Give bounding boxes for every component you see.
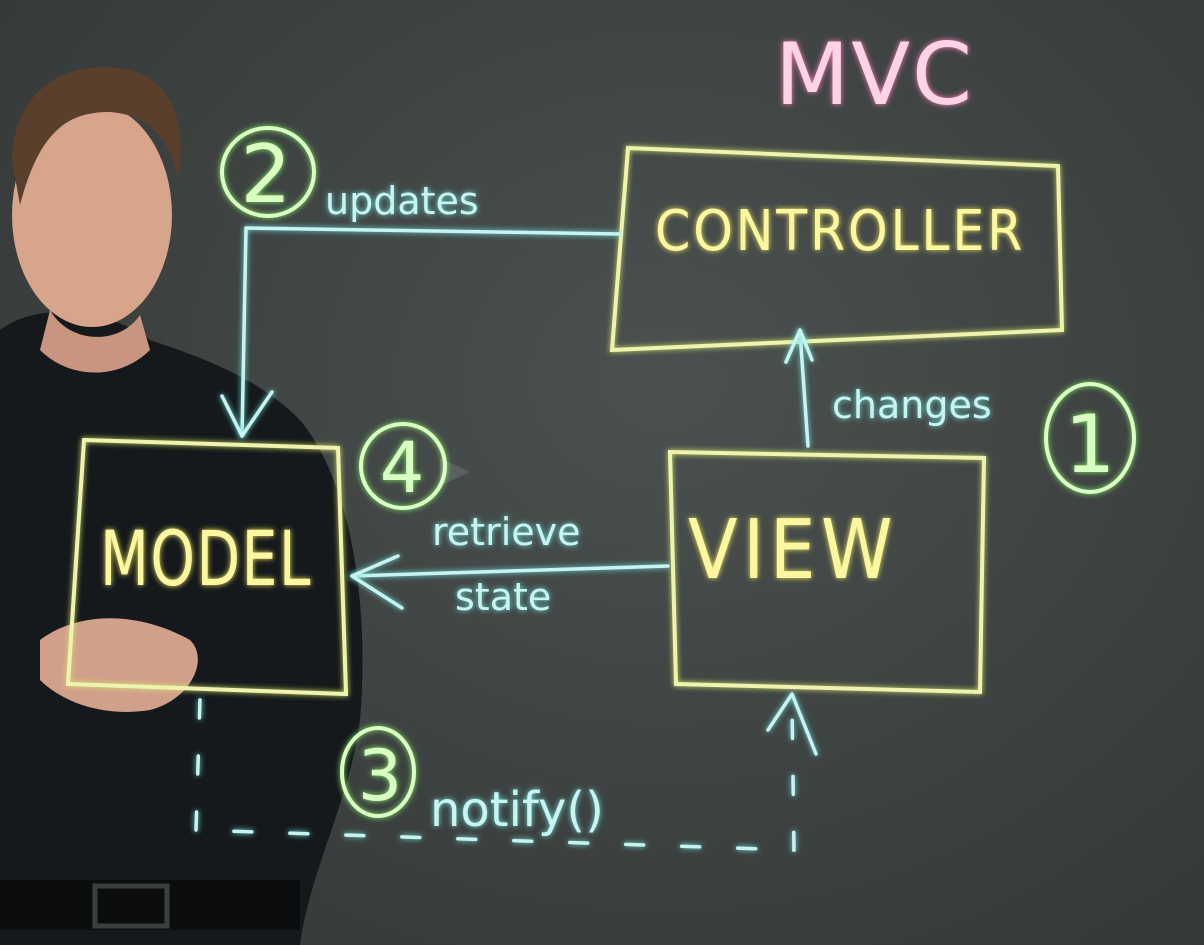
updates-label: updates (325, 179, 479, 223)
controller-label: CONTROLLER (655, 199, 1025, 264)
step-3-number: 3 (358, 735, 403, 817)
step-2-number: 2 (241, 128, 292, 221)
retrieve-arrowhead (350, 554, 404, 610)
notify-dashed-line (194, 698, 796, 852)
step-1-marker: 1 (1044, 382, 1136, 494)
view-label: VIEW (688, 503, 898, 598)
controller-box (609, 145, 1065, 353)
step-4-circle (359, 422, 447, 510)
model-label: MODEL (100, 514, 312, 603)
notify-arrowhead (766, 692, 818, 756)
notify-label: notify() (430, 782, 604, 838)
play-overlay-icon (440, 458, 470, 486)
step-3-marker: 3 (340, 726, 416, 818)
state-label: state (455, 575, 551, 619)
step-4-marker: 4 (359, 422, 447, 510)
presenter (0, 66, 363, 945)
step-4-number: 4 (380, 427, 425, 509)
changes-label: changes (832, 383, 992, 427)
step-1-number: 1 (1065, 398, 1116, 491)
changes-arrowhead (784, 328, 814, 364)
view-box (667, 449, 987, 695)
retrieve-label: retrieve (432, 510, 581, 554)
diagram-title: MVC (775, 25, 974, 125)
model-box (65, 437, 349, 697)
step-1-circle (1044, 382, 1136, 494)
retrieve-arrow (350, 564, 670, 578)
updates-arrowhead (220, 390, 274, 438)
changes-arrow (798, 330, 810, 448)
step-3-circle (340, 726, 416, 818)
step-2-circle (220, 126, 316, 218)
step-2-marker: 2 (220, 126, 316, 221)
updates-arrow (240, 226, 622, 438)
